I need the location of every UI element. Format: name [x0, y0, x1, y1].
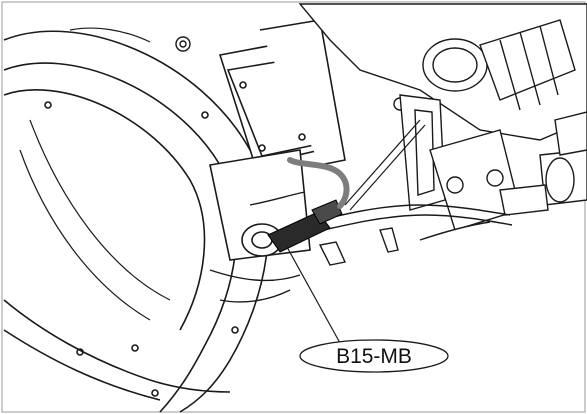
- sensor-connector: [267, 199, 343, 253]
- callout-leader-line: [286, 246, 341, 344]
- bracket-lines: [344, 119, 426, 211]
- sensor-cable: [287, 157, 350, 209]
- flywheel-disc: [19, 27, 171, 321]
- engine-top-parts: [298, 3, 587, 141]
- callout-oval: [299, 339, 449, 373]
- callout-label: B15-MB: [336, 345, 412, 368]
- right-pipes: [499, 111, 587, 216]
- right-bracket: [399, 94, 521, 241]
- lower-housing-edge: [209, 269, 301, 303]
- speed-sensor: [241, 223, 283, 257]
